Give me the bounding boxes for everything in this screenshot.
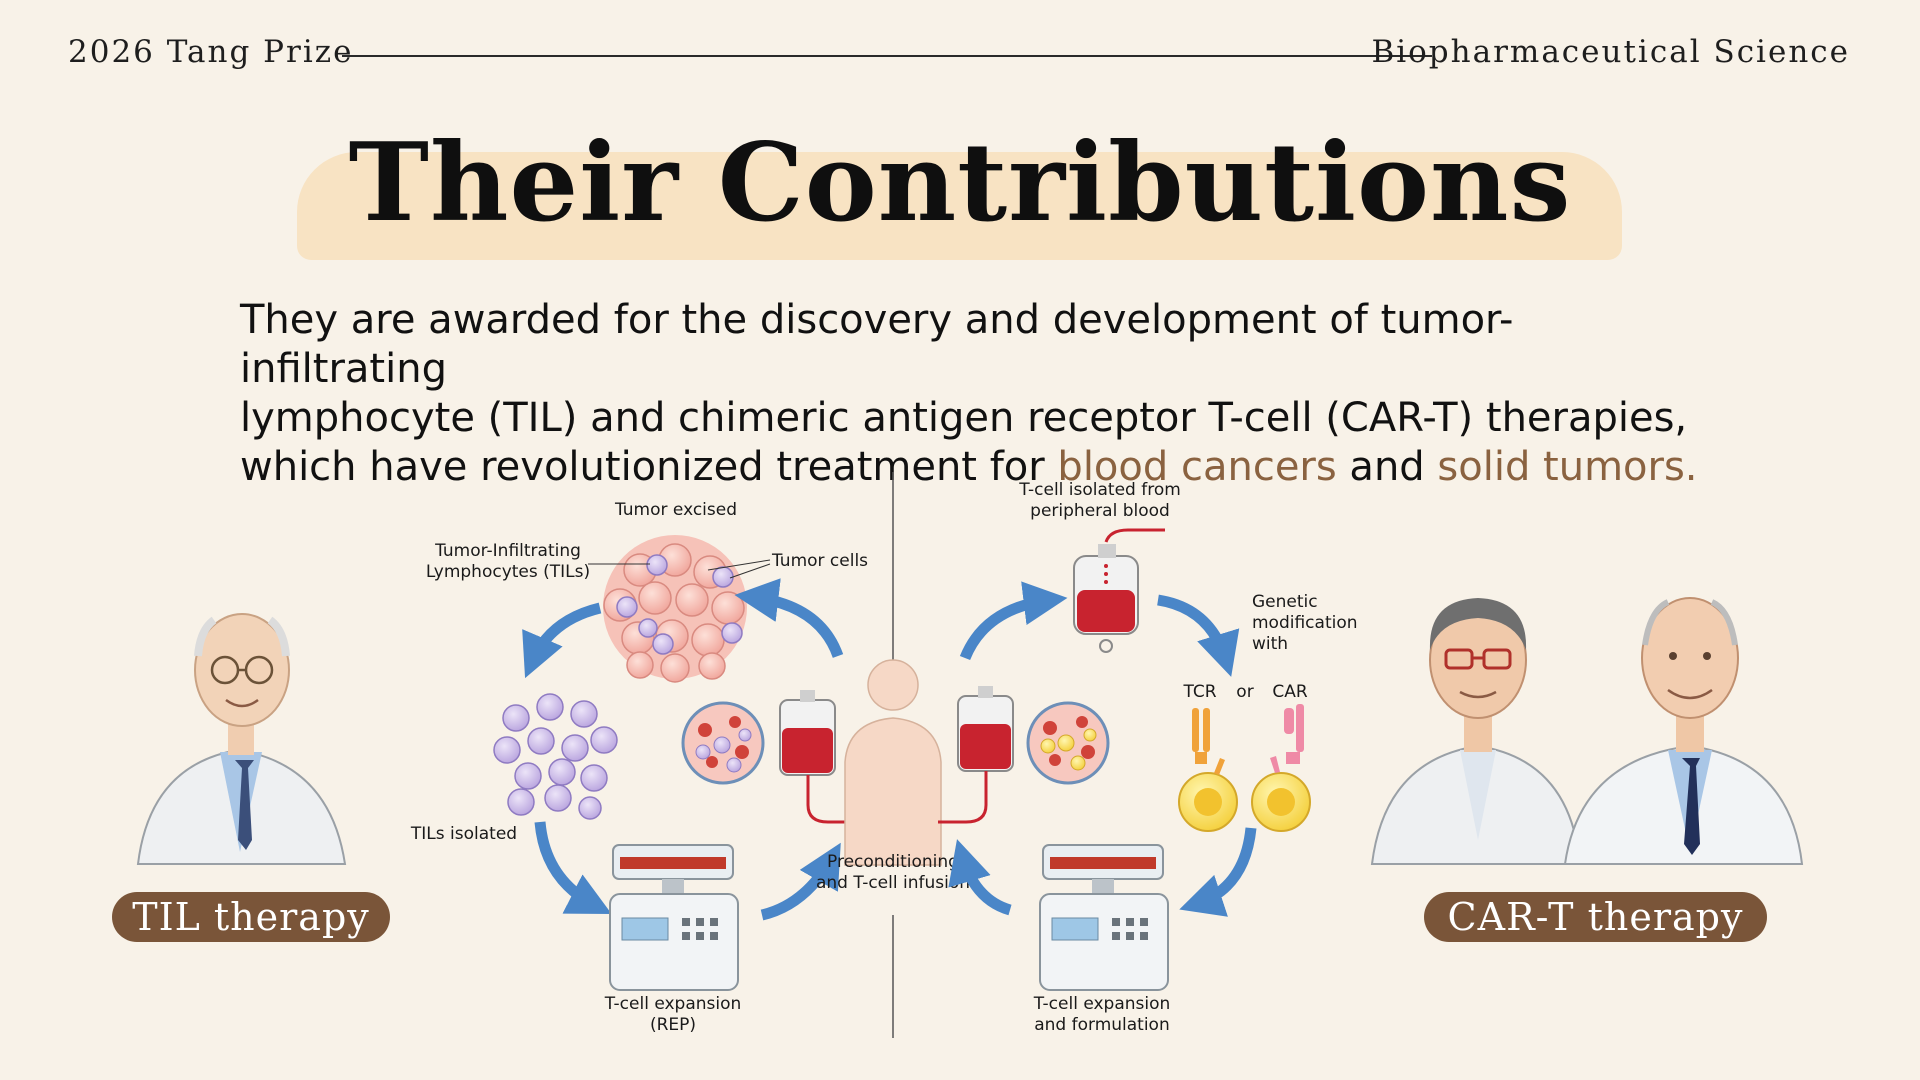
cell-dish-right xyxy=(1026,701,1110,785)
label-tumor-excised: Tumor excised xyxy=(614,500,737,520)
til-therapy-label: TIL therapy xyxy=(112,892,390,942)
scientist-portrait-right-1 xyxy=(1370,598,1582,865)
intro-line-3: which have revolutionized treatment for … xyxy=(240,443,1720,492)
label-genetic-line2: modification xyxy=(1252,613,1358,633)
arrow-infusion-to-isolation xyxy=(959,581,1068,661)
tumor-mass-icon xyxy=(603,535,747,683)
tcr-receptor-icon xyxy=(1192,708,1210,764)
intro-paragraph: They are awarded for the discovery and d… xyxy=(240,296,1720,492)
label-rep-line2: (REP) xyxy=(650,1015,696,1035)
header: 2026 Tang Prize Biopharmaceutical Scienc… xyxy=(0,0,1920,110)
highlight-blood-cancers: blood cancers xyxy=(1057,444,1337,490)
therapy-diagram: Tumor excised Tumor-Infiltrating Lymphoc… xyxy=(136,472,1804,1038)
intro-line-1: They are awarded for the discovery and d… xyxy=(240,297,1514,392)
incubator-icon-2 xyxy=(1039,844,1169,991)
car-receptor-icon xyxy=(1284,704,1304,764)
page-title: Their Contributions xyxy=(348,120,1572,246)
highlight-solid-tumors: solid tumors. xyxy=(1437,444,1698,490)
label-formulation-line1: T-cell expansion xyxy=(1033,994,1171,1014)
header-rule xyxy=(342,55,1432,57)
arrow-infusion-to-tumor xyxy=(734,578,844,659)
arrow-expansion-to-infusion xyxy=(760,842,841,921)
title-highlight-band xyxy=(297,152,1622,260)
arrow-tumor-to-tils xyxy=(522,602,602,679)
arrow-isolation-to-modification xyxy=(1157,594,1240,677)
intro-line-3-before: which have revolutionized treatment for xyxy=(240,444,1058,490)
scientist-portrait-left xyxy=(136,613,347,865)
human-silhouette-icon xyxy=(844,659,942,866)
label-genetic-line1: Genetic xyxy=(1252,592,1318,612)
arrow-tils-to-expansion xyxy=(534,821,612,915)
label-genetic-line3: with xyxy=(1252,634,1288,654)
arrow-modification-to-expansion xyxy=(1179,827,1257,917)
label-formulation-line2: and formulation xyxy=(1034,1015,1170,1035)
label-precond-line2: and T-cell infusion xyxy=(816,873,970,893)
label-tcell-iso-line1: T-cell isolated from xyxy=(1018,480,1181,500)
blood-bag-icon xyxy=(779,690,850,824)
arrow-expansion-to-reinfusion xyxy=(948,839,1012,916)
label-rep-line1: T-cell expansion xyxy=(604,994,742,1014)
scientist-portrait-right-2 xyxy=(1563,597,1804,865)
incubator-icon xyxy=(609,844,739,991)
t-cell-icon xyxy=(1178,756,1311,832)
label-tils-line1: Tumor-Infiltrating xyxy=(434,541,581,561)
label-tils-line2: Lymphocytes (TILs) xyxy=(426,562,590,582)
cell-dish-left xyxy=(681,701,765,785)
label-tcr: TCR xyxy=(1182,682,1216,702)
header-category: Biopharmaceutical Science xyxy=(1371,34,1850,70)
blood-bag-icon-2 xyxy=(938,686,1014,824)
intro-line-2: lymphocyte (TIL) and chimeric antigen re… xyxy=(240,395,1688,441)
label-tils-isolated: TILs isolated xyxy=(410,824,517,844)
collection-bag-icon xyxy=(1073,528,1165,653)
label-or: or xyxy=(1236,682,1253,702)
intro-line-3-mid: and xyxy=(1336,444,1438,490)
til-cluster-icon xyxy=(493,693,618,820)
label-precond-line1: Preconditioning xyxy=(827,852,959,872)
label-tumor-cells: Tumor cells xyxy=(771,551,868,571)
cart-therapy-label: CAR-T therapy xyxy=(1424,892,1767,942)
header-event-name: 2026 Tang Prize xyxy=(68,34,354,70)
label-tcell-iso-line2: peripheral blood xyxy=(1030,501,1170,521)
label-car: CAR xyxy=(1272,682,1307,702)
